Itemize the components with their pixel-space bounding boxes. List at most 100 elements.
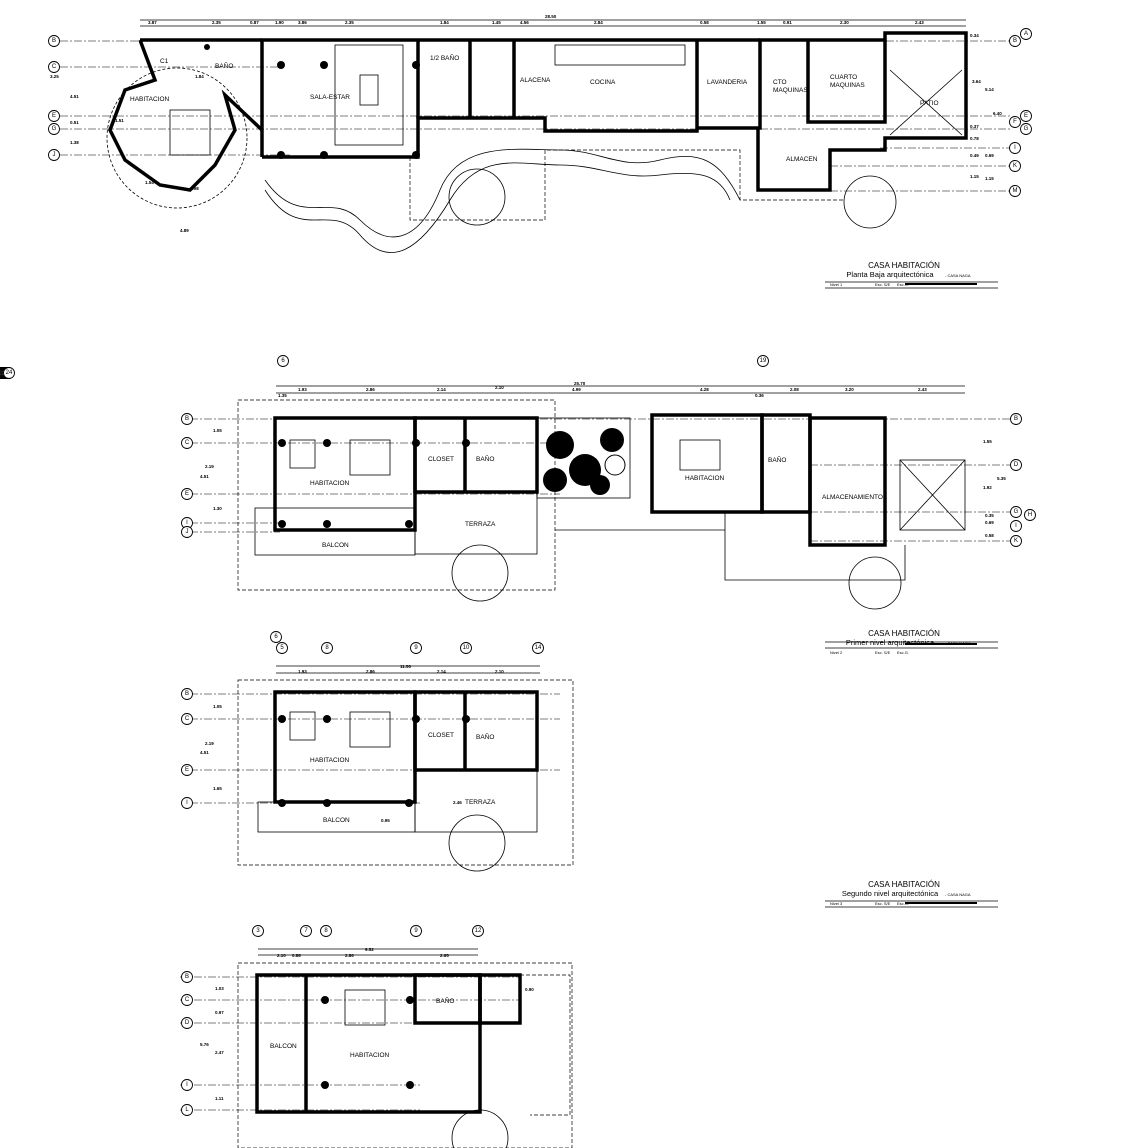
axis-bubble	[1009, 160, 1021, 172]
bedroom-walls	[273, 416, 417, 532]
dimension-label: 5.14	[985, 87, 994, 92]
axis-bubble	[181, 764, 193, 776]
axis-label: K	[1014, 538, 1018, 544]
axis-label: G	[52, 126, 57, 132]
axis-bubble	[181, 488, 193, 500]
plan-planta-baja	[60, 19, 1010, 289]
dimension-label: 0.51	[70, 120, 79, 125]
title-block-subtitle: Planta Baja arquitectónica	[846, 270, 934, 279]
axis-bubble	[1009, 142, 1021, 154]
title-block-graphic-scale: Esc.G.	[897, 901, 909, 906]
bath-closet-walls	[413, 690, 539, 772]
axis-label: D	[185, 1020, 190, 1026]
axis-bubble	[277, 355, 289, 367]
dimension-label: 2.35	[345, 20, 354, 25]
axis-label: B	[1013, 38, 1017, 44]
dimension-label: 4.51	[70, 94, 79, 99]
axis-bubble	[1009, 185, 1021, 197]
dashed-outline	[409, 149, 845, 221]
axis-bubble	[1010, 520, 1022, 532]
axis-label: 10	[463, 645, 470, 651]
title-block-level: Nivel 1	[830, 282, 843, 287]
axis-bubble	[181, 1104, 193, 1116]
dimension-label: 0.87	[250, 20, 259, 25]
dimension-label: 1.84	[195, 74, 204, 79]
axis-bubble	[181, 713, 193, 725]
dimension-label: 2.86	[366, 387, 375, 392]
bath-closet-walls	[413, 416, 539, 494]
plan-segundo-nivel	[190, 665, 998, 908]
axis-bubble	[48, 35, 60, 47]
terrace-outline	[724, 512, 906, 581]
room-label: BAÑO	[476, 454, 494, 463]
axis-label: B	[185, 974, 189, 980]
axis-bubble	[1010, 459, 1022, 471]
wall	[697, 31, 968, 192]
dimension-label: 2.35	[212, 20, 221, 25]
axis-label: L	[185, 1107, 189, 1113]
balcony-outline	[257, 801, 416, 833]
bed	[289, 439, 316, 469]
graphic-scale-bar	[905, 643, 977, 645]
columns	[204, 44, 420, 159]
axis-label: 6	[281, 358, 285, 364]
dimension-label: 1.84	[440, 20, 449, 25]
axis-label: 5	[280, 645, 284, 651]
axis-bubble	[270, 631, 282, 643]
dimension-label: 1.05	[213, 704, 222, 709]
columns	[321, 996, 414, 1089]
spiral-stair	[451, 544, 509, 602]
dimension-label: 1.93	[298, 387, 307, 392]
room-label: HABITACION	[130, 96, 170, 103]
axis-bubble	[1020, 123, 1032, 135]
dimension-label: 3.87	[148, 20, 157, 25]
dimension-label: 0.90	[525, 987, 534, 992]
axis-label: H	[1028, 512, 1032, 518]
shower-walls	[478, 973, 522, 1025]
axis-bubble	[300, 925, 312, 937]
axis-label: 12	[475, 928, 482, 934]
axis-bubble	[1009, 116, 1021, 128]
dimension-label: 0.69	[985, 520, 994, 525]
rug	[334, 44, 404, 146]
axis-bubble	[410, 925, 422, 937]
axis-bubble	[1024, 509, 1036, 521]
room-label: ALACENA	[520, 77, 551, 84]
axis-bubble	[1010, 535, 1022, 547]
dimension-label: 5.76	[200, 1042, 209, 1047]
room-label: ALMACEN	[786, 156, 818, 163]
columns	[278, 439, 470, 528]
axis-bubble	[1010, 506, 1022, 518]
wall	[806, 40, 887, 124]
title-block-level: Nivel 2	[830, 650, 843, 655]
axis-label: I	[186, 520, 188, 526]
axis-bubble	[48, 123, 60, 135]
dimension-label: 2.86	[345, 953, 354, 958]
dimension-label: 1.15	[985, 176, 994, 181]
axis-bubble	[1009, 35, 1021, 47]
axis-bubble	[320, 925, 332, 937]
room-label: MAQUINAS	[773, 87, 808, 94]
dimension-label: 1.55	[983, 439, 992, 444]
dimension-label: 3.86	[298, 20, 307, 25]
room-label: BAÑO	[436, 996, 454, 1005]
axis-label: B	[185, 416, 189, 422]
room-label: 1/2 BAÑO	[430, 53, 459, 62]
dimension-label: 2.43	[918, 387, 927, 392]
dimension-label: 2.10	[277, 953, 286, 958]
axis-label: 6	[274, 634, 278, 640]
dimension-label: 1.51	[115, 118, 124, 123]
axis-bubble	[321, 642, 333, 654]
axis-label: M	[1013, 188, 1018, 194]
axis-bubble	[48, 149, 60, 161]
bedroom-dashed-circle	[106, 67, 248, 209]
dimension-label: 6.40	[993, 111, 1002, 116]
dimension-label: 0.97	[215, 1010, 224, 1015]
dimension-label: 2.46	[453, 800, 462, 805]
bed	[289, 711, 316, 741]
axis-label: B	[185, 691, 189, 697]
dimension-label: 2.86	[366, 669, 375, 674]
dimension-label: 4.51	[200, 750, 209, 755]
